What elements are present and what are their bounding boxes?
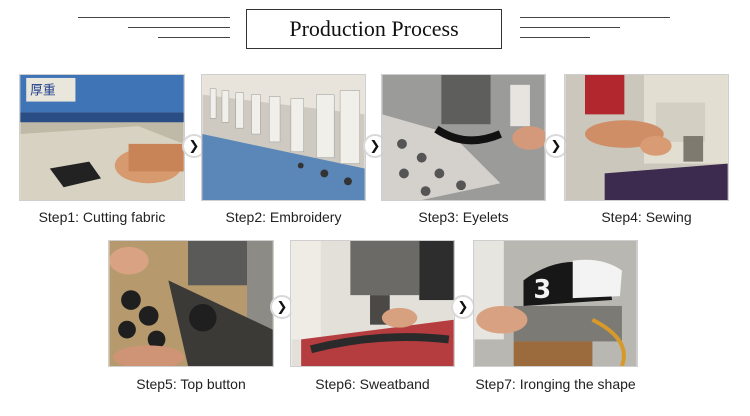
page-title: Production Process — [246, 9, 502, 49]
step-photo-5 — [108, 240, 274, 367]
step-caption-3: Step3: Eyelets — [418, 209, 509, 225]
sweatband-sewing-photo — [291, 241, 454, 366]
step-photo-3 — [381, 74, 546, 201]
header-rule — [128, 27, 230, 28]
step-photo-2 — [201, 74, 366, 201]
step-caption-5: Step5: Top button — [136, 376, 246, 392]
step-caption-1: Step1: Cutting fabric — [38, 209, 166, 225]
step-caption-6: Step6: Sweatband — [315, 376, 430, 392]
step-photo-6 — [290, 240, 455, 367]
svg-text:3: 3 — [533, 275, 551, 305]
header-rule — [520, 37, 590, 38]
step-photo-7: 3 — [473, 240, 638, 367]
header-rule — [520, 27, 620, 28]
top-button-press-photo — [109, 241, 273, 366]
header-rule — [520, 17, 670, 18]
eyelet-machine-photo — [382, 75, 545, 200]
next-arrow-icon: ❯ — [451, 295, 475, 319]
step-caption-7: Step7: Ironging the shape — [475, 376, 636, 392]
header-rule — [78, 17, 230, 18]
cutting-fabric-photo: 厚重 — [20, 75, 184, 200]
ironing-shape-photo: 3 — [474, 241, 637, 366]
svg-text:厚重: 厚重 — [30, 83, 56, 99]
step-caption-2: Step2: Embroidery — [225, 209, 342, 225]
step-photo-4 — [564, 74, 729, 201]
step-photo-1: 厚重 — [19, 74, 185, 201]
step-caption-4: Step4: Sewing — [601, 209, 692, 225]
header-rule — [158, 37, 230, 38]
sewing-machine-photo — [565, 75, 728, 200]
embroidery-machine-photo — [202, 75, 365, 200]
